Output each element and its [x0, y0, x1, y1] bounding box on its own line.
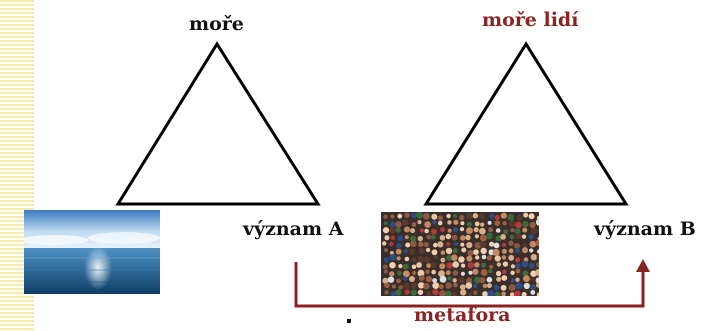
- left-triangle-top-label: moře: [189, 13, 244, 35]
- sea-photo: [20, 210, 160, 294]
- small-mark: [347, 319, 351, 323]
- crowd-photo: [381, 211, 543, 298]
- right-triangle-meaning-label: význam B: [594, 218, 696, 240]
- right-triangle: [423, 41, 629, 206]
- left-triangle: [115, 41, 321, 206]
- right-triangle-top-label: moře lidí: [482, 9, 579, 31]
- metaphor-label: metafora: [414, 304, 511, 326]
- metaphor-arrowhead: [636, 259, 650, 272]
- metaphor-arrow-line: [294, 262, 645, 308]
- left-triangle-meaning-label: význam A: [243, 218, 344, 240]
